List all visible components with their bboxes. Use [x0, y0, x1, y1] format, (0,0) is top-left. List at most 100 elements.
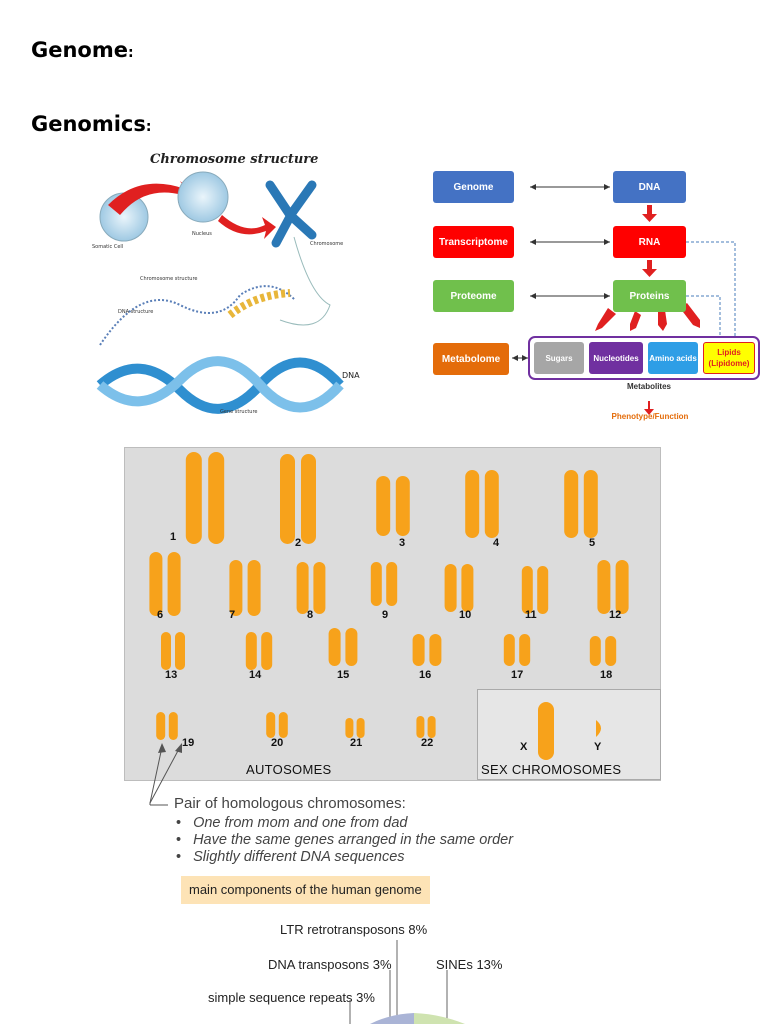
chromosome-3: [395, 476, 410, 536]
pie-slice: [414, 1013, 465, 1024]
chromosome-19: [168, 712, 178, 740]
chromosome-number-label: 6: [157, 609, 163, 621]
chromosome-14: [261, 632, 273, 670]
chromosome-number-label: 14: [249, 669, 262, 681]
chromosome-21: [356, 718, 365, 738]
chromosome-10: [461, 564, 474, 612]
chromosome-number-label: 21: [350, 737, 362, 749]
chromosome-5: [583, 470, 598, 538]
dna-label: DNA: [342, 371, 360, 380]
red-arrow-icon: [218, 215, 276, 239]
red-arrow-icon: [108, 181, 196, 215]
chromosome-number-label: 19: [182, 737, 194, 749]
chromosome-22: [416, 716, 425, 738]
chromosome-number-label: 5: [589, 537, 595, 549]
amino-acids-box: Amino acids: [648, 342, 698, 374]
chromosome-number-label: 16: [419, 669, 431, 681]
chromosome-10: [444, 564, 457, 612]
chromosome-number-label: 1: [170, 531, 176, 543]
chromosome-structure-label: Chromosome structure: [140, 276, 198, 282]
dna-box: DNA: [613, 171, 686, 203]
chromosome-2: [301, 454, 316, 544]
chromosome-12: [615, 560, 629, 614]
chromosome-20: [278, 712, 288, 738]
chromosome-22: [427, 716, 436, 738]
chromosome-2: [280, 454, 295, 544]
chromosome-number-label: 13: [165, 669, 177, 681]
dna-structure-label: DNA structure: [118, 309, 153, 315]
somatic-cell-label: Somatic Cell: [92, 244, 123, 250]
chromosome-15: [328, 628, 341, 666]
transcriptome-box: Transcriptome: [433, 226, 514, 258]
chromosome-1: [185, 452, 202, 544]
list-item: Have the same genes arranged in the same…: [176, 832, 513, 849]
simple-repeats-label: simple sequence repeats 3%: [208, 990, 375, 1005]
sines-label: SINEs 13%: [436, 957, 503, 972]
chromosome-number-label: 8: [307, 609, 313, 621]
heading-genomics: Genomics:: [31, 112, 152, 136]
proteins-box: Proteins: [613, 280, 686, 312]
list-item: Slightly different DNA sequences: [176, 849, 513, 866]
homologous-title: Pair of homologous chromosomes:: [174, 795, 406, 812]
chromosome-number-label: 11: [525, 609, 537, 621]
chromosome-y: [596, 720, 601, 737]
chromosome-9: [370, 562, 382, 606]
nucleus-label: Nucleus: [192, 231, 212, 237]
chromosome-6: [149, 552, 163, 616]
chromosome-5: [564, 470, 579, 538]
chromosome-13: [175, 632, 185, 670]
chromosome-11: [537, 566, 549, 614]
chromosome-number-label: 7: [229, 609, 235, 621]
chromosome-16: [429, 634, 442, 666]
chromosome-number-label: 20: [271, 737, 283, 749]
chromosome-19: [156, 712, 166, 740]
heading-genome: Genome:: [31, 38, 134, 62]
chromosome-11: [521, 566, 533, 614]
rna-box: RNA: [613, 226, 686, 258]
chromosome-17: [503, 634, 515, 666]
chromosome-number-label: 4: [493, 537, 500, 549]
chromosome-9: [386, 562, 398, 606]
chromosome-number-label: 10: [459, 609, 471, 621]
chromosome-x: [538, 702, 554, 760]
chromosome-7: [229, 560, 243, 616]
chromosome-4: [484, 470, 499, 538]
nucleus-icon: [177, 171, 229, 223]
nucleotides-box: Nucleotides: [589, 342, 643, 374]
chromosome-21: [345, 718, 354, 738]
chromosome-number-label: 15: [337, 669, 349, 681]
chromosome-number-label: 17: [511, 669, 523, 681]
chromosome-14: [245, 632, 257, 670]
sex-chromosomes-panel: X Y SEX CHROMOSOMES: [477, 689, 661, 780]
chromosome-16: [412, 634, 425, 666]
omics-flow-diagram: Genome DNA Transcriptome RNA Proteome Pr…: [430, 168, 762, 430]
ltr-label: LTR retrotransposons 8%: [280, 922, 428, 937]
chromosome-18: [605, 636, 617, 666]
chromosome-3: [376, 476, 391, 536]
proteome-box: Proteome: [433, 280, 514, 312]
autosomes-label: AUTOSOMES: [246, 762, 332, 777]
chromosome-figure-title: Chromosome structure: [150, 152, 318, 167]
chromosome-18: [589, 636, 601, 666]
sugars-box: Sugars: [534, 342, 584, 374]
chromosome-8: [296, 562, 309, 614]
chromosome-7: [247, 560, 261, 616]
chromosome-number-label: 22: [421, 737, 433, 749]
chromosome-number-label: 18: [600, 669, 612, 681]
chromosome-8: [313, 562, 326, 614]
metabolome-box: Metabolome: [433, 343, 509, 375]
chromosome-1: [208, 452, 225, 544]
homologous-bullets: One from mom and one from dad Have the s…: [176, 815, 513, 866]
chromosome-6: [167, 552, 181, 616]
chromosome-20: [266, 712, 276, 738]
y-label: Y: [594, 741, 602, 753]
genome-components-pie: [349, 940, 465, 1024]
metabolites-label: Metabolites: [626, 382, 671, 391]
pie-slice: [370, 1013, 414, 1024]
chromosome-icon: [265, 180, 317, 248]
homologous-pointer: [149, 743, 182, 806]
dna-helix-icon: [96, 356, 344, 414]
gene-structure-label: Gene structure: [220, 409, 257, 415]
genome-components-heading: main components of the human genome: [181, 876, 430, 904]
